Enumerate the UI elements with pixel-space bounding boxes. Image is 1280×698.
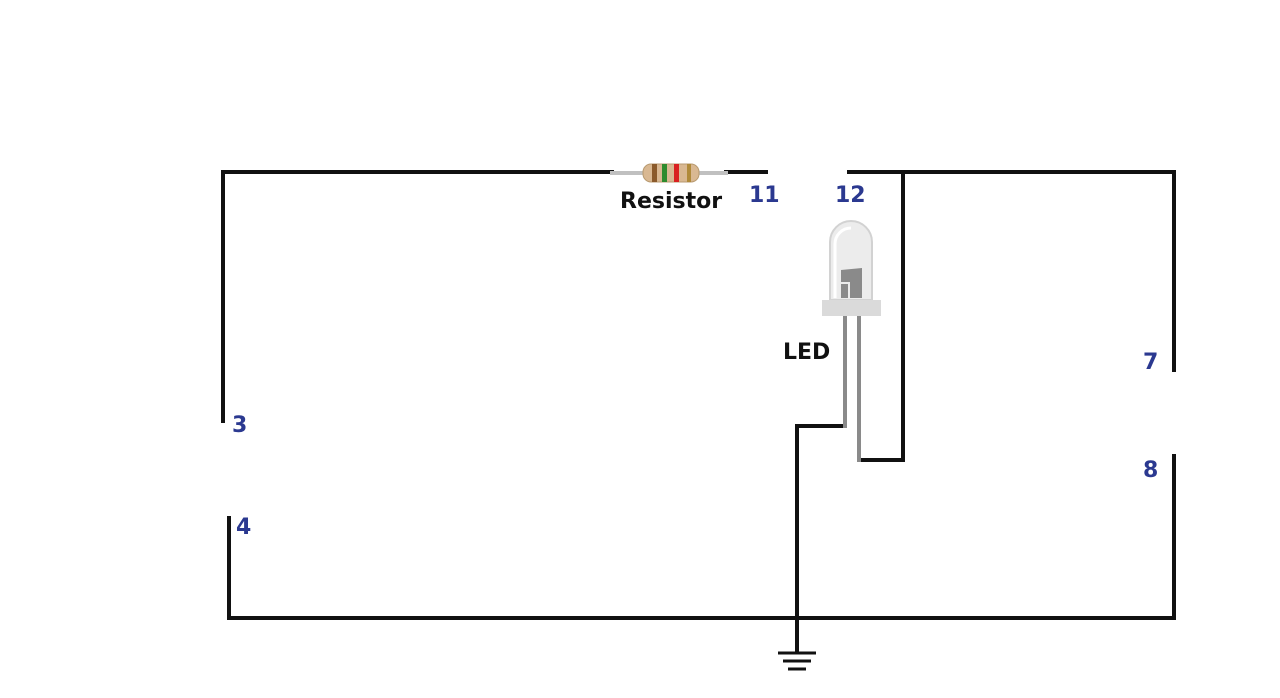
resistor-icon: [610, 163, 728, 183]
resistor-label: Resistor: [620, 189, 722, 214]
wire-led-cathode: [795, 424, 847, 620]
led-icon: [822, 220, 881, 462]
wire-bottom: [227, 454, 1176, 620]
pin-label-11: 11: [749, 183, 780, 208]
wire-left-top: [221, 170, 614, 423]
pin-label-12: 12: [835, 183, 866, 208]
led-label: LED: [783, 340, 830, 365]
pin-label-4: 4: [236, 515, 251, 540]
pin-label-8: 8: [1143, 458, 1158, 483]
pin-label-7: 7: [1143, 350, 1158, 375]
wires: [221, 170, 1176, 654]
pin-label-3: 3: [232, 413, 247, 438]
ground-icon: [778, 651, 816, 671]
